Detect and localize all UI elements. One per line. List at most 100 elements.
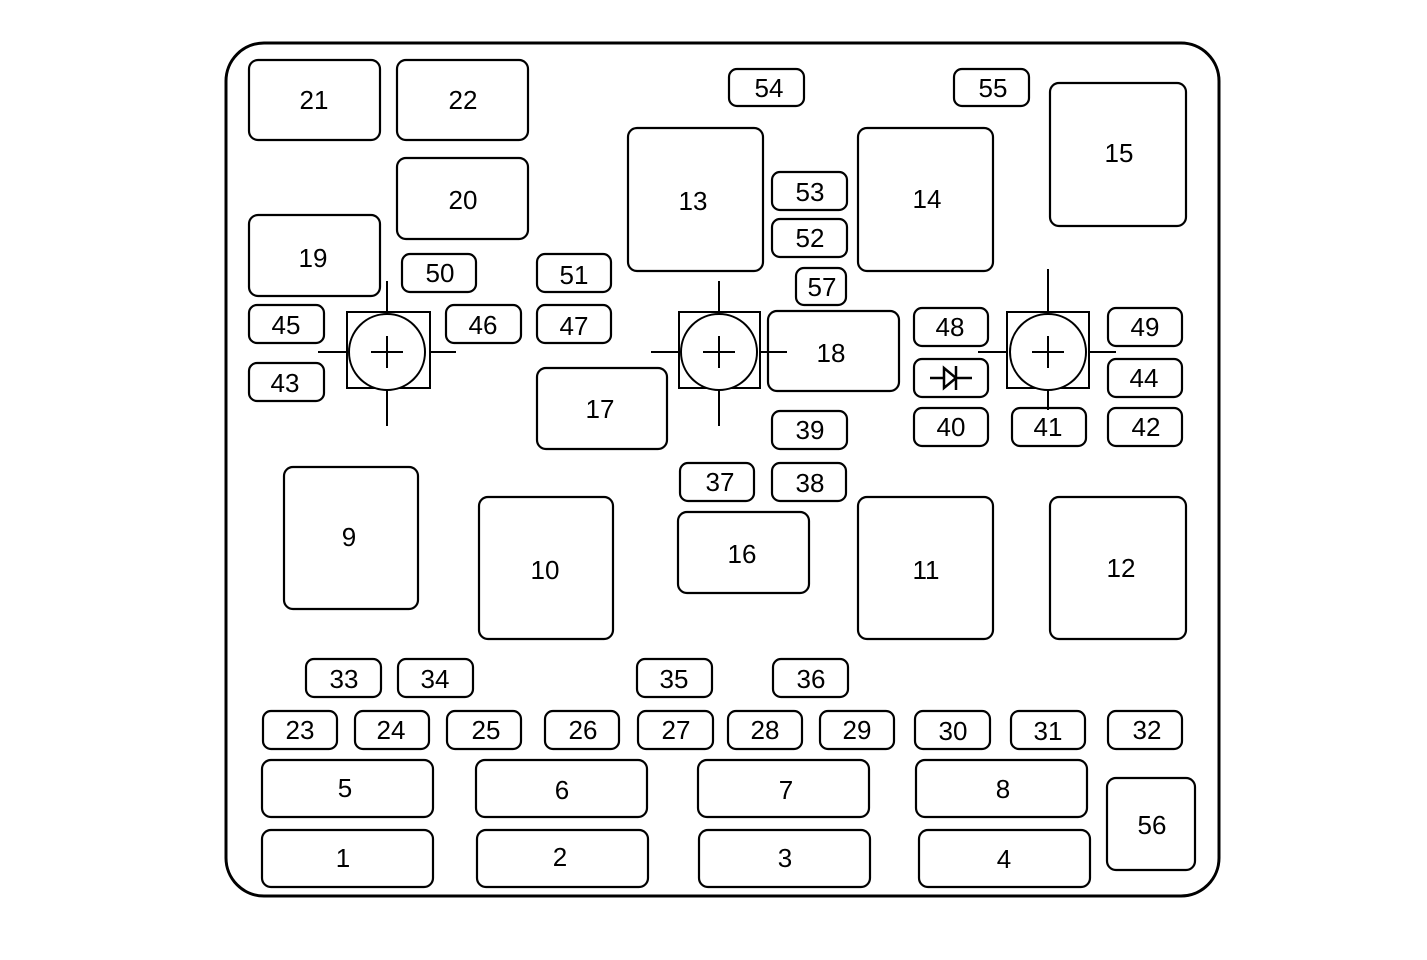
fuse-8[interactable]: 8: [914, 758, 1089, 819]
svg-text:52: 52: [796, 223, 825, 253]
fuse-33[interactable]: 33: [304, 657, 383, 699]
relay-11[interactable]: 11: [856, 495, 995, 641]
svg-text:11: 11: [913, 555, 940, 585]
relay-17[interactable]: 17: [535, 366, 669, 451]
relay-14[interactable]: 14: [856, 126, 995, 273]
svg-text:3: 3: [778, 843, 792, 873]
relay-9[interactable]: 9: [282, 465, 420, 611]
fuse-6[interactable]: 6: [474, 758, 649, 819]
fuse-1[interactable]: 1: [260, 828, 435, 889]
fuse-50[interactable]: 50: [400, 252, 478, 294]
fuse-24[interactable]: 24: [353, 709, 431, 751]
fuse-46[interactable]: 46: [444, 303, 523, 345]
fuse-39[interactable]: 39: [770, 409, 849, 451]
svg-text:32: 32: [1133, 715, 1162, 745]
fuse-28[interactable]: 28: [726, 709, 804, 751]
svg-text:31: 31: [1034, 716, 1063, 746]
relay-21[interactable]: 21: [247, 58, 382, 142]
fuse-49[interactable]: 49: [1106, 306, 1184, 348]
svg-text:38: 38: [796, 468, 825, 498]
fuse-29[interactable]: 29: [818, 709, 896, 751]
svg-text:17: 17: [586, 394, 615, 424]
svg-text:39: 39: [796, 415, 825, 445]
fuse-35[interactable]: 35: [635, 657, 714, 699]
svg-text:46: 46: [469, 310, 498, 340]
svg-text:29: 29: [843, 715, 872, 745]
fuse-51[interactable]: 51: [535, 252, 613, 294]
svg-text:27: 27: [662, 715, 691, 745]
relay-22[interactable]: 22: [395, 58, 530, 142]
svg-text:40: 40: [937, 412, 966, 442]
svg-text:13: 13: [679, 186, 708, 216]
mounting-bolt-right: [978, 269, 1116, 410]
svg-text:41: 41: [1034, 412, 1063, 442]
fuse-34[interactable]: 34: [396, 657, 475, 699]
svg-text:56: 56: [1138, 810, 1167, 840]
fuse-40[interactable]: 40: [912, 406, 990, 448]
fuse-4[interactable]: 4: [917, 828, 1092, 889]
svg-text:47: 47: [560, 311, 589, 341]
svg-text:1: 1: [336, 843, 350, 873]
mounting-bolt-icon: [651, 281, 787, 426]
svg-text:26: 26: [569, 715, 598, 745]
fuse-54[interactable]: 54: [727, 67, 806, 108]
fuse-25[interactable]: 25: [445, 709, 523, 751]
fuse-36[interactable]: 36: [771, 657, 850, 699]
relay-20[interactable]: 20: [395, 156, 530, 241]
svg-text:25: 25: [472, 715, 501, 745]
relay-18[interactable]: 18: [766, 309, 901, 393]
relay-19[interactable]: 19: [247, 213, 382, 298]
svg-text:28: 28: [751, 715, 780, 745]
svg-text:6: 6: [555, 775, 569, 805]
mounting-bolt-left: [318, 281, 456, 426]
fuse-41[interactable]: 41: [1010, 406, 1088, 448]
svg-text:21: 21: [300, 85, 329, 115]
relay-10[interactable]: 10: [477, 495, 615, 641]
fuse-57[interactable]: 57: [794, 266, 848, 307]
diode-icon: [930, 365, 972, 391]
fuse-27[interactable]: 27: [636, 709, 715, 751]
svg-text:20: 20: [449, 185, 478, 215]
fuse-43[interactable]: 43: [247, 361, 326, 403]
fuse-47[interactable]: 47: [535, 303, 613, 345]
mounting-bolt-center: [651, 281, 787, 426]
diode[interactable]: [912, 357, 990, 399]
mounting-bolt-icon: [318, 281, 456, 426]
svg-text:15: 15: [1105, 138, 1134, 168]
svg-text:36: 36: [797, 664, 826, 694]
fuse-7[interactable]: 7: [696, 758, 871, 819]
fuse-48[interactable]: 48: [912, 306, 990, 348]
relay-56[interactable]: 56: [1105, 776, 1197, 872]
svg-text:5: 5: [338, 773, 352, 803]
svg-text:2: 2: [553, 842, 567, 872]
fuse-53[interactable]: 53: [770, 170, 849, 212]
fuse-37[interactable]: 37: [678, 461, 756, 503]
svg-text:49: 49: [1131, 312, 1160, 342]
fuse-38[interactable]: 38: [770, 461, 848, 503]
relay-15[interactable]: 15: [1048, 81, 1188, 228]
svg-text:43: 43: [271, 368, 300, 398]
fuse-44[interactable]: 44: [1106, 357, 1184, 399]
relay-13[interactable]: 13: [626, 126, 765, 273]
relay-16[interactable]: 16: [676, 510, 811, 595]
fuse-5[interactable]: 5: [260, 758, 435, 819]
svg-text:50: 50: [426, 258, 455, 288]
fuse-23[interactable]: 23: [261, 709, 339, 751]
fuse-30[interactable]: 30: [913, 709, 992, 751]
fuse-3[interactable]: 3: [697, 828, 872, 889]
svg-text:54: 54: [755, 73, 784, 103]
fuse-2[interactable]: 2: [475, 828, 650, 889]
fuse-42[interactable]: 42: [1106, 406, 1184, 448]
svg-text:18: 18: [817, 338, 846, 368]
svg-text:9: 9: [342, 522, 356, 552]
svg-text:19: 19: [299, 243, 328, 273]
relay-12[interactable]: 12: [1048, 495, 1188, 641]
svg-text:57: 57: [808, 272, 837, 302]
fuse-45[interactable]: 45: [247, 303, 326, 345]
fuse-55[interactable]: 55: [952, 67, 1031, 108]
fuse-31[interactable]: 31: [1009, 709, 1087, 751]
fuse-32[interactable]: 32: [1106, 709, 1184, 751]
fuse-26[interactable]: 26: [543, 709, 621, 751]
fuse-52[interactable]: 52: [770, 217, 849, 259]
